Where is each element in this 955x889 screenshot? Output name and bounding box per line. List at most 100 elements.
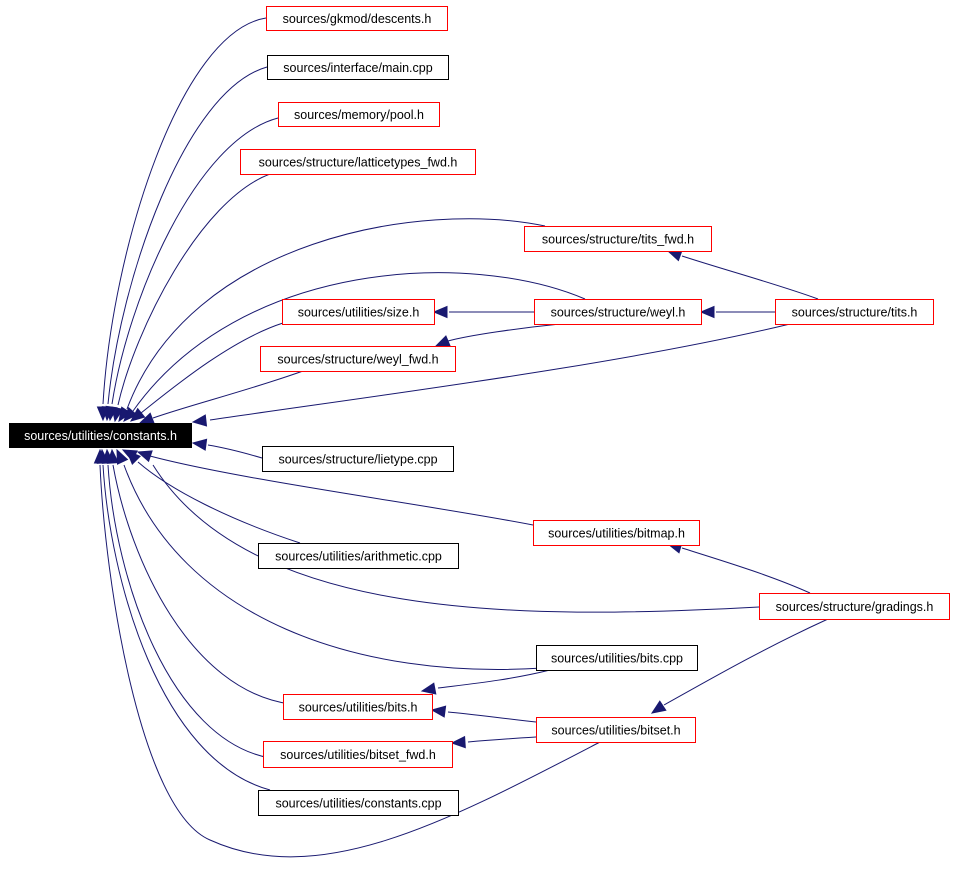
edge-line <box>102 464 271 791</box>
edge-bitset_h-to-bits_h <box>430 705 537 723</box>
node-label: sources/structure/tits.h <box>792 306 918 320</box>
node-box <box>536 717 696 743</box>
node-box <box>524 226 712 252</box>
edge-line <box>437 669 551 689</box>
node-pool-h[interactable]: sources/memory/pool.h <box>278 102 440 127</box>
edge-tits_h-to-constants_h <box>191 323 791 427</box>
edge-constants_cpp-to-constants_h <box>96 448 271 791</box>
node-box <box>258 790 459 816</box>
node-label: sources/structure/tits_fwd.h <box>542 233 694 247</box>
node-box <box>266 6 448 31</box>
node-box <box>240 149 476 175</box>
edge-line <box>102 17 267 405</box>
edge-bits_cpp-to-bits_h <box>420 669 551 695</box>
edge-line <box>663 618 829 706</box>
node-label: sources/interface/main.cpp <box>283 61 432 75</box>
edge-latticetypes_fwd_h-to-constants_h <box>111 173 271 423</box>
edge-line <box>112 464 291 705</box>
node-box <box>775 299 934 325</box>
edge-line <box>137 461 301 544</box>
node-weyl-h[interactable]: sources/structure/weyl.h <box>534 299 702 325</box>
arrow-head-icon <box>432 305 448 319</box>
edge-weyl_fwd_h-to-constants_h <box>138 370 304 424</box>
edge-line <box>107 66 268 405</box>
node-label: sources/utilities/constants.cpp <box>275 797 441 811</box>
node-descents-h[interactable]: sources/gkmod/descents.h <box>266 6 448 31</box>
node-label: sources/utilities/size.h <box>298 306 420 320</box>
edge-gradings_h-to-bitmap_h <box>666 541 811 594</box>
edge-line <box>99 464 601 858</box>
node-label: sources/utilities/bits.cpp <box>551 652 683 666</box>
node-gradings-h[interactable]: sources/structure/gradings.h <box>759 593 950 620</box>
node-lietype-cpp[interactable]: sources/structure/lietype.cpp <box>262 446 454 472</box>
edge-line <box>207 444 263 459</box>
node-bitset-h[interactable]: sources/utilities/bitset.h <box>536 717 696 743</box>
edge-bits_cpp-to-constants_h <box>116 448 544 670</box>
edge-line <box>681 255 819 300</box>
edge-line <box>467 736 537 743</box>
edge-bitset_h-to-bitset_fwd_h <box>450 735 537 749</box>
node-label: sources/structure/latticetypes_fwd.h <box>259 156 458 170</box>
node-label: sources/utilities/constants.h <box>24 429 177 443</box>
node-main-cpp[interactable]: sources/interface/main.cpp <box>267 55 449 80</box>
node-constants-h[interactable]: sources/utilities/constants.h <box>9 423 192 448</box>
node-box <box>258 543 459 569</box>
edges-layer <box>93 17 829 858</box>
node-box <box>263 741 453 768</box>
edge-tits_h-to-tits_fwd_h <box>666 249 819 300</box>
nodes-layer: sources/utilities/constants.h sources/gkm… <box>9 6 950 816</box>
node-label: sources/structure/lietype.cpp <box>278 453 437 467</box>
edge-line <box>149 455 534 526</box>
edge-line <box>111 117 279 405</box>
edge-line <box>126 218 546 410</box>
node-latticetypes-fwd-h[interactable]: sources/structure/latticetypes_fwd.h <box>240 149 476 175</box>
edge-main_cpp-to-constants_h <box>101 66 268 422</box>
node-box <box>283 694 433 720</box>
node-label: sources/structure/weyl.h <box>551 306 686 320</box>
node-tits-h[interactable]: sources/structure/tits.h <box>775 299 934 325</box>
arrow-head-icon <box>430 705 447 718</box>
node-bitset-fwd-h[interactable]: sources/utilities/bitset_fwd.h <box>263 741 453 768</box>
node-box <box>9 423 192 448</box>
node-bitmap-h[interactable]: sources/utilities/bitmap.h <box>533 520 700 546</box>
edge-weyl_h-to-size_h <box>432 305 535 319</box>
arrow-head-icon <box>123 406 138 422</box>
node-label: sources/utilities/bitset_fwd.h <box>280 748 436 762</box>
edge-descents_h-to-constants_h <box>96 17 267 422</box>
edge-size_h-to-constants_h <box>129 322 284 422</box>
node-label: sources/utilities/bitmap.h <box>548 527 685 541</box>
node-box <box>260 346 456 372</box>
node-box <box>267 55 449 80</box>
node-size-h[interactable]: sources/utilities/size.h <box>282 299 435 325</box>
edge-tits_h-to-weyl_h <box>699 305 776 319</box>
arrow-head-icon <box>121 449 138 462</box>
edge-lietype_cpp-to-constants_h <box>191 438 263 459</box>
node-weyl-fwd-h[interactable]: sources/structure/weyl_fwd.h <box>260 346 456 372</box>
arrow-head-icon <box>136 450 153 463</box>
edge-line <box>447 711 537 723</box>
node-box <box>282 299 435 325</box>
edge-bitmap_h-to-constants_h <box>136 450 534 526</box>
arrow-head-icon <box>450 735 466 749</box>
arrow-head-icon <box>420 682 437 695</box>
node-box <box>533 520 700 546</box>
node-arithmetic-cpp[interactable]: sources/utilities/arithmetic.cpp <box>258 543 459 569</box>
node-box <box>262 446 454 472</box>
node-constants-cpp[interactable]: sources/utilities/constants.cpp <box>258 790 459 816</box>
node-box <box>536 645 698 671</box>
edge-weyl_h-to-constants_h <box>123 272 586 422</box>
edge-weyl_h-to-weyl_fwd_h <box>434 323 561 347</box>
edge-line <box>117 173 271 406</box>
edge-gradings_h-to-bitset_h <box>650 618 829 714</box>
node-tits-fwd-h[interactable]: sources/structure/tits_fwd.h <box>524 226 712 252</box>
edge-line <box>152 370 304 419</box>
node-box <box>534 299 702 325</box>
node-label: sources/utilities/bits.h <box>299 701 418 715</box>
edge-gradings_h-to-constants_h <box>121 449 760 613</box>
edge-bitset_h-to-constants_h <box>93 448 601 858</box>
node-bits-h[interactable]: sources/utilities/bits.h <box>283 694 433 720</box>
edge-bits_h-to-constants_h <box>106 448 291 705</box>
edge-line <box>447 323 561 342</box>
node-bits-cpp[interactable]: sources/utilities/bits.cpp <box>536 645 698 671</box>
